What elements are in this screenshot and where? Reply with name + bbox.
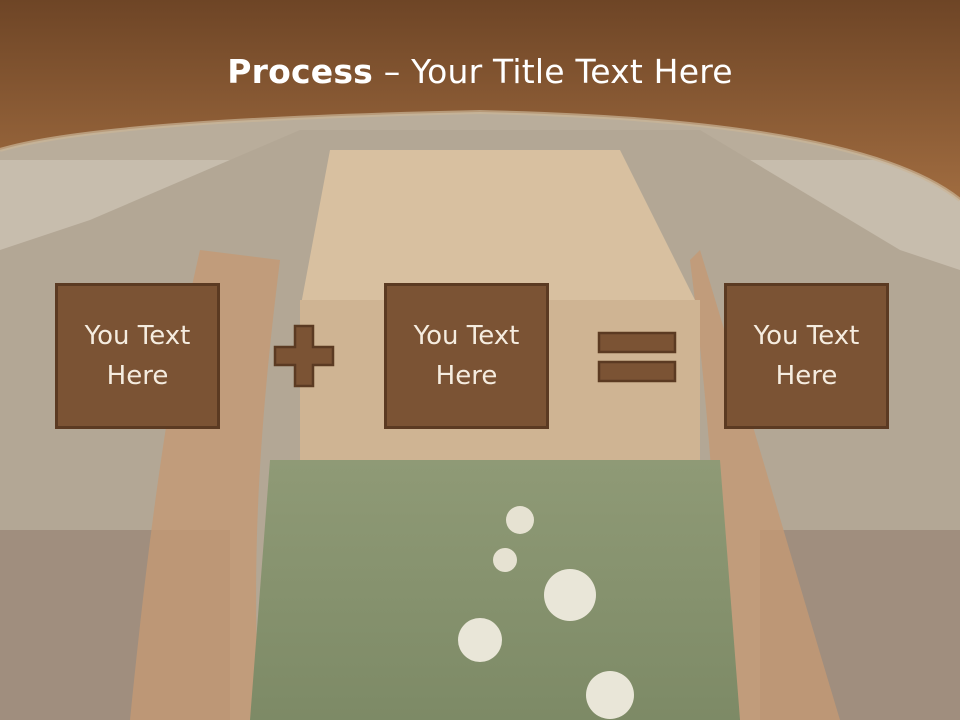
box-1-line-2: Here (106, 361, 169, 391)
title-bold: Process (227, 52, 374, 91)
box-1-line-1: You Text (84, 321, 191, 351)
box-3-line-2: Here (775, 361, 838, 391)
box-2-line-1: You Text (413, 321, 520, 351)
title-rest: – Your Title Text Here (373, 52, 733, 91)
equals-icon (597, 331, 677, 383)
process-box-2[interactable]: You Text Here (384, 283, 549, 429)
box-3-line-1: You Text (753, 321, 860, 351)
plus-icon (273, 324, 335, 388)
process-box-3[interactable]: You Text Here (724, 283, 889, 429)
box-2-line-2: Here (435, 361, 498, 391)
slide-title: Process – Your Title Text Here (0, 52, 960, 91)
process-box-1[interactable]: You Text Here (55, 283, 220, 429)
